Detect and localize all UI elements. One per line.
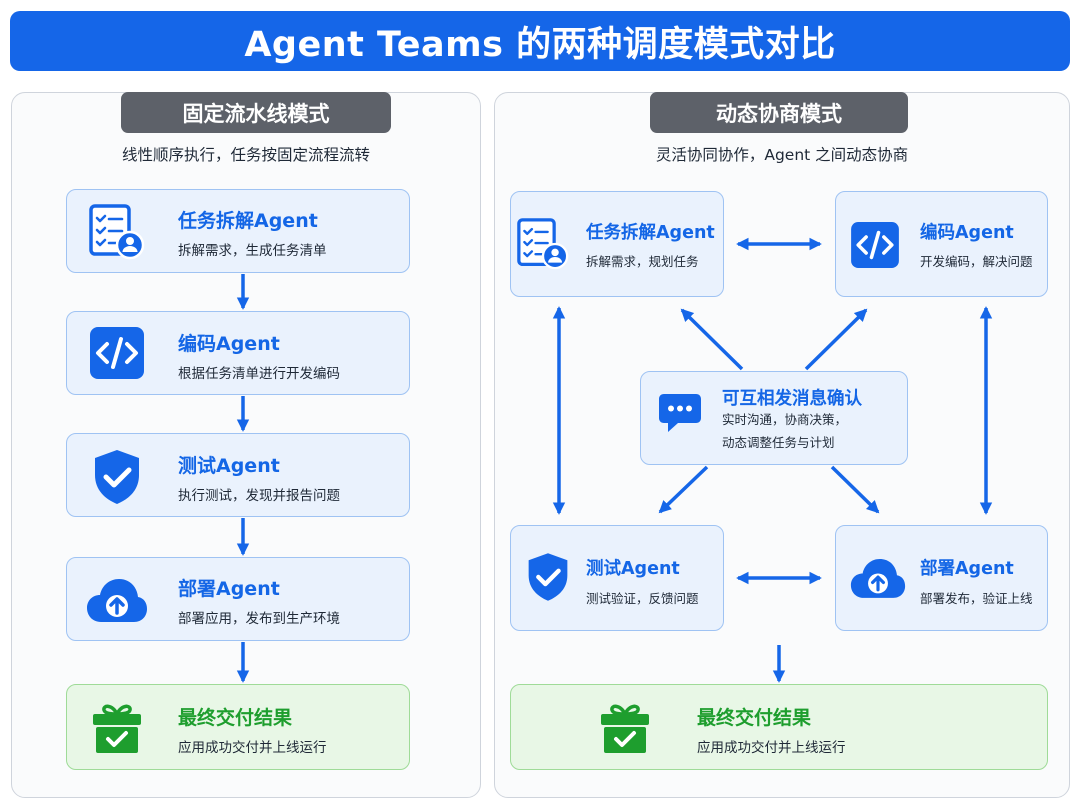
cloud-upload-icon (850, 556, 906, 604)
negotiation-mode-subtitle: 灵活协同协作，Agent 之间动态协商 (655, 146, 909, 164)
negotiation-messaging-desc: 实时沟通，协商决策， 动态调整任务与计划 (722, 408, 847, 454)
gift-check-icon (92, 702, 142, 758)
shield-check-icon (92, 448, 142, 510)
chat-bubble-icon (658, 392, 702, 438)
gift-check-icon (600, 702, 650, 758)
code-icon (90, 327, 144, 383)
pipeline-card-coding-desc: 根据任务清单进行开发编码 (178, 366, 340, 382)
pipeline-card-deploy-desc: 部署应用，发布到生产环境 (178, 611, 340, 627)
negotiation-result-desc: 应用成功交付并上线运行 (697, 740, 846, 756)
checklist-user-icon (516, 218, 570, 274)
negotiation-messaging-line1: 实时沟通，协商决策， (722, 412, 848, 427)
negotiation-card-deploy-desc: 部署发布，验证上线 (920, 591, 1033, 606)
shield-check-icon (526, 551, 570, 607)
negotiation-messaging-title: 可互相发消息确认 (722, 389, 862, 409)
pipeline-card-decompose-desc: 拆解需求，生成任务清单 (178, 243, 327, 259)
negotiation-card-coding-title: 编码Agent (920, 223, 1014, 243)
negotiation-mode-header: 动态协商模式 (650, 92, 908, 133)
negotiation-card-decompose-title: 任务拆解Agent (586, 223, 715, 243)
pipeline-result-title: 最终交付结果 (178, 707, 293, 729)
negotiation-card-coding-desc: 开发编码，解决问题 (920, 254, 1033, 269)
cloud-upload-icon (86, 576, 148, 628)
negotiation-card-testing-title: 测试Agent (586, 559, 680, 579)
title-banner: Agent Teams 的两种调度模式对比 (10, 11, 1070, 71)
checklist-user-icon (88, 204, 146, 264)
pipeline-mode-header: 固定流水线模式 (121, 92, 391, 133)
negotiation-card-deploy-title: 部署Agent (920, 559, 1014, 579)
page-title: Agent Teams 的两种调度模式对比 (244, 24, 836, 65)
negotiation-result-card (510, 684, 1048, 770)
negotiation-card-testing-desc: 测试验证，反馈问题 (586, 591, 699, 606)
negotiation-messaging-line2: 动态调整任务与计划 (722, 435, 835, 450)
code-icon (851, 222, 899, 272)
pipeline-card-deploy-title: 部署Agent (178, 578, 280, 600)
pipeline-card-testing-desc: 执行测试，发现并报告问题 (178, 488, 340, 504)
pipeline-result-desc: 应用成功交付并上线运行 (178, 740, 327, 756)
pipeline-mode-subtitle: 线性顺序执行，任务按固定流程流转 (121, 146, 370, 164)
negotiation-card-decompose-desc: 拆解需求，规划任务 (586, 254, 699, 269)
pipeline-card-coding-title: 编码Agent (178, 333, 280, 355)
pipeline-card-testing-title: 测试Agent (178, 455, 280, 477)
pipeline-card-decompose-title: 任务拆解Agent (178, 210, 318, 232)
negotiation-result-title: 最终交付结果 (697, 707, 812, 729)
